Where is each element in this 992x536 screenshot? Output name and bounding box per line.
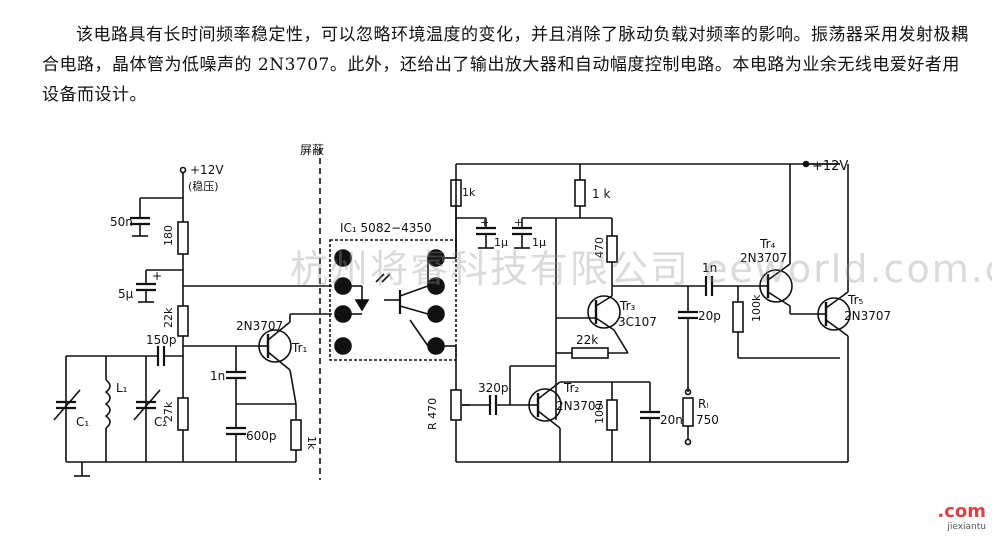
cap-50n-label: 50n [110, 215, 133, 229]
cap-600p-label: 600p [246, 429, 277, 443]
resistor-100k-label: 100k [750, 294, 763, 322]
c1-label: C₁ [76, 415, 89, 429]
shield-label: 屏蔽 [300, 143, 324, 157]
description-text: 该电路具有长时间频率稳定性，可以忽略环境温度的变化，并且消除了脉动负载对频率的影… [42, 25, 969, 105]
cap-5u-label: 5μ [118, 287, 134, 301]
corner-logo-text: .com [937, 501, 986, 522]
ic1-label: IC₁ 5082−4350 [340, 221, 432, 235]
ic1-package [329, 239, 457, 361]
resistor-100 [606, 399, 618, 431]
tr3-label: Tr₃ [619, 299, 636, 313]
ic1-diode [354, 299, 370, 312]
rl-value-label: 750 [696, 413, 719, 427]
supply-left-label: +12V [190, 163, 224, 177]
resistor-1k-a-label: 1k [462, 186, 476, 199]
pot-r470-label: R 470 [426, 398, 439, 430]
c2-label: C₂ [154, 415, 167, 429]
resistor-22k-left [177, 305, 189, 337]
l1-label: L₁ [116, 381, 128, 395]
ic1-pin6-label: 6 [432, 308, 439, 321]
resistor-22k-mid [571, 347, 609, 359]
rl-label: Rₗ [698, 397, 708, 411]
cap-150p-label: 150p [146, 333, 177, 347]
resistor-27k-label: 27k [162, 401, 175, 422]
corner-logo: .com jiexiantu [937, 501, 986, 532]
resistor-100-label: 100 [593, 403, 606, 424]
tr1-type-label: 2N3707 [236, 319, 283, 333]
ic1-pin1-label: 1 [339, 252, 346, 265]
ic1-pin7-label: 7 [432, 280, 439, 293]
resistor-180 [177, 221, 189, 255]
resistor-1k-b-label: 1 k [592, 187, 610, 201]
resistor-100k [732, 301, 744, 333]
resistor-22k-mid-label: 22k [576, 333, 598, 347]
ic1-pin5-label: 5 [432, 340, 439, 353]
resistor-1k-bottom [290, 419, 302, 451]
cap-320p-label: 320p [478, 381, 509, 395]
c1u-a-plus: + [480, 216, 489, 229]
cap-20p-label: 20p [698, 309, 721, 323]
circuit-description: 该电路具有长时间频率稳定性，可以忽略环境温度的变化，并且消除了脉动负载对频率的影… [42, 20, 972, 110]
tr4-label: Tr₄ [759, 237, 776, 251]
supply-right-label: +12V [812, 159, 848, 174]
corner-site-text: jiexiantu [947, 522, 986, 532]
transistor-tr2 [528, 388, 562, 422]
c1u-b-label: 1μ [532, 236, 546, 249]
tr5-label: Tr₅ [847, 293, 864, 307]
transistor-tr1 [258, 329, 292, 363]
potentiometer-r470 [450, 389, 462, 421]
resistor-470-top-label: 470 [593, 237, 606, 258]
c1u-a-label: 1μ [494, 236, 508, 249]
ic1-pin3-label: 3 [339, 308, 346, 321]
tr1-label: Tr₁ [291, 341, 308, 355]
cap-5u-plus: + [152, 269, 162, 283]
ic1-pin1 [334, 249, 352, 267]
ic1-pin2-label: 2 [339, 280, 346, 293]
cap-20n-label: 20n [660, 413, 683, 427]
tr2-label: Tr₂ [563, 381, 580, 395]
ic1-pin8-label: 8 [432, 252, 439, 265]
inductor-l1 [104, 379, 111, 429]
tr5-type-label: 2N3707 [844, 309, 891, 323]
tr4-type-label: 2N3707 [740, 251, 787, 265]
cap-1n-right-label: 1n [702, 261, 717, 275]
watermark: 杭州将睿科技有限公司 eeworld.com.cn [290, 247, 992, 291]
c1u-b-plus: + [514, 216, 523, 229]
cap-1n-left-label: 1n [210, 369, 225, 383]
transistor-tr3 [587, 295, 621, 329]
resistor-180-label: 180 [162, 225, 175, 246]
resistor-1k-bottom-label: 1k [305, 436, 318, 450]
resistor-rl [682, 397, 694, 427]
resistor-27k [177, 397, 189, 431]
tr2-type-label: 2N3707 [556, 399, 603, 413]
ic1-pin4 [334, 337, 352, 355]
resistor-1k-b [574, 179, 586, 207]
tr3-type-label: 3C107 [618, 315, 657, 329]
supply-left-note: (稳压) [188, 179, 219, 193]
ic1-pin4-label: 4 [339, 340, 346, 353]
supply-terminal-left [179, 166, 187, 174]
resistor-22k-left-label: 22k [162, 307, 175, 328]
